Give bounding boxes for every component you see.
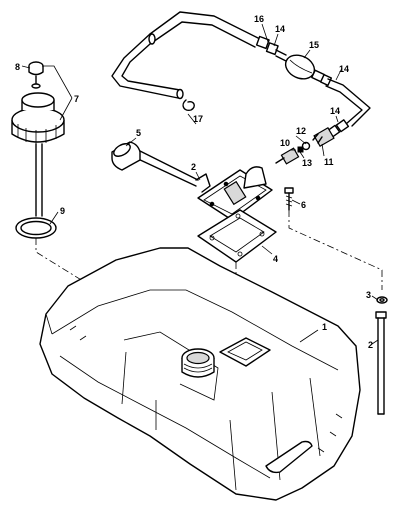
cap-seal bbox=[15, 217, 57, 239]
callout-2: 2 bbox=[368, 340, 373, 350]
primer-bulb bbox=[284, 54, 371, 127]
callout-14: 14 bbox=[275, 24, 285, 34]
connector-seal bbox=[297, 146, 304, 153]
callout-14: 14 bbox=[330, 106, 340, 116]
gauge-gasket bbox=[197, 209, 277, 263]
fuel-cap bbox=[11, 61, 65, 217]
o-ring bbox=[301, 141, 311, 151]
callout-labels: 1 2 2 3 4 5 6 7 8 9 10 11 12 13 14 14 14… bbox=[15, 14, 373, 350]
callout-5: 5 bbox=[136, 128, 141, 138]
hose-fitting-top bbox=[255, 35, 287, 62]
callout-15: 15 bbox=[309, 40, 319, 50]
mounting-screw bbox=[284, 187, 294, 211]
fuel-hose bbox=[111, 11, 259, 100]
callout-3: 3 bbox=[366, 290, 371, 300]
fuel-gauge-assembly bbox=[111, 141, 273, 221]
callout-11: 11 bbox=[324, 157, 334, 167]
callout-7: 7 bbox=[74, 94, 79, 104]
fuel-connector bbox=[312, 126, 335, 148]
callout-10: 10 bbox=[280, 138, 290, 148]
callout-16: 16 bbox=[254, 14, 264, 24]
fuel-tank bbox=[39, 247, 361, 501]
callout-6: 6 bbox=[301, 200, 306, 210]
callout-1: 1 bbox=[322, 322, 327, 332]
callout-9: 9 bbox=[60, 206, 65, 216]
fuel-outlet-fitting bbox=[275, 147, 300, 165]
callout-2: 2 bbox=[191, 162, 196, 172]
hose-clamp bbox=[182, 99, 195, 112]
callout-12: 12 bbox=[296, 126, 306, 136]
leader-lines bbox=[21, 23, 379, 345]
callout-8: 8 bbox=[15, 62, 20, 72]
pickup-tube bbox=[375, 296, 388, 415]
callout-13: 13 bbox=[302, 158, 312, 168]
callout-17: 17 bbox=[193, 114, 203, 124]
callout-4: 4 bbox=[273, 254, 278, 264]
callout-14: 14 bbox=[339, 64, 349, 74]
